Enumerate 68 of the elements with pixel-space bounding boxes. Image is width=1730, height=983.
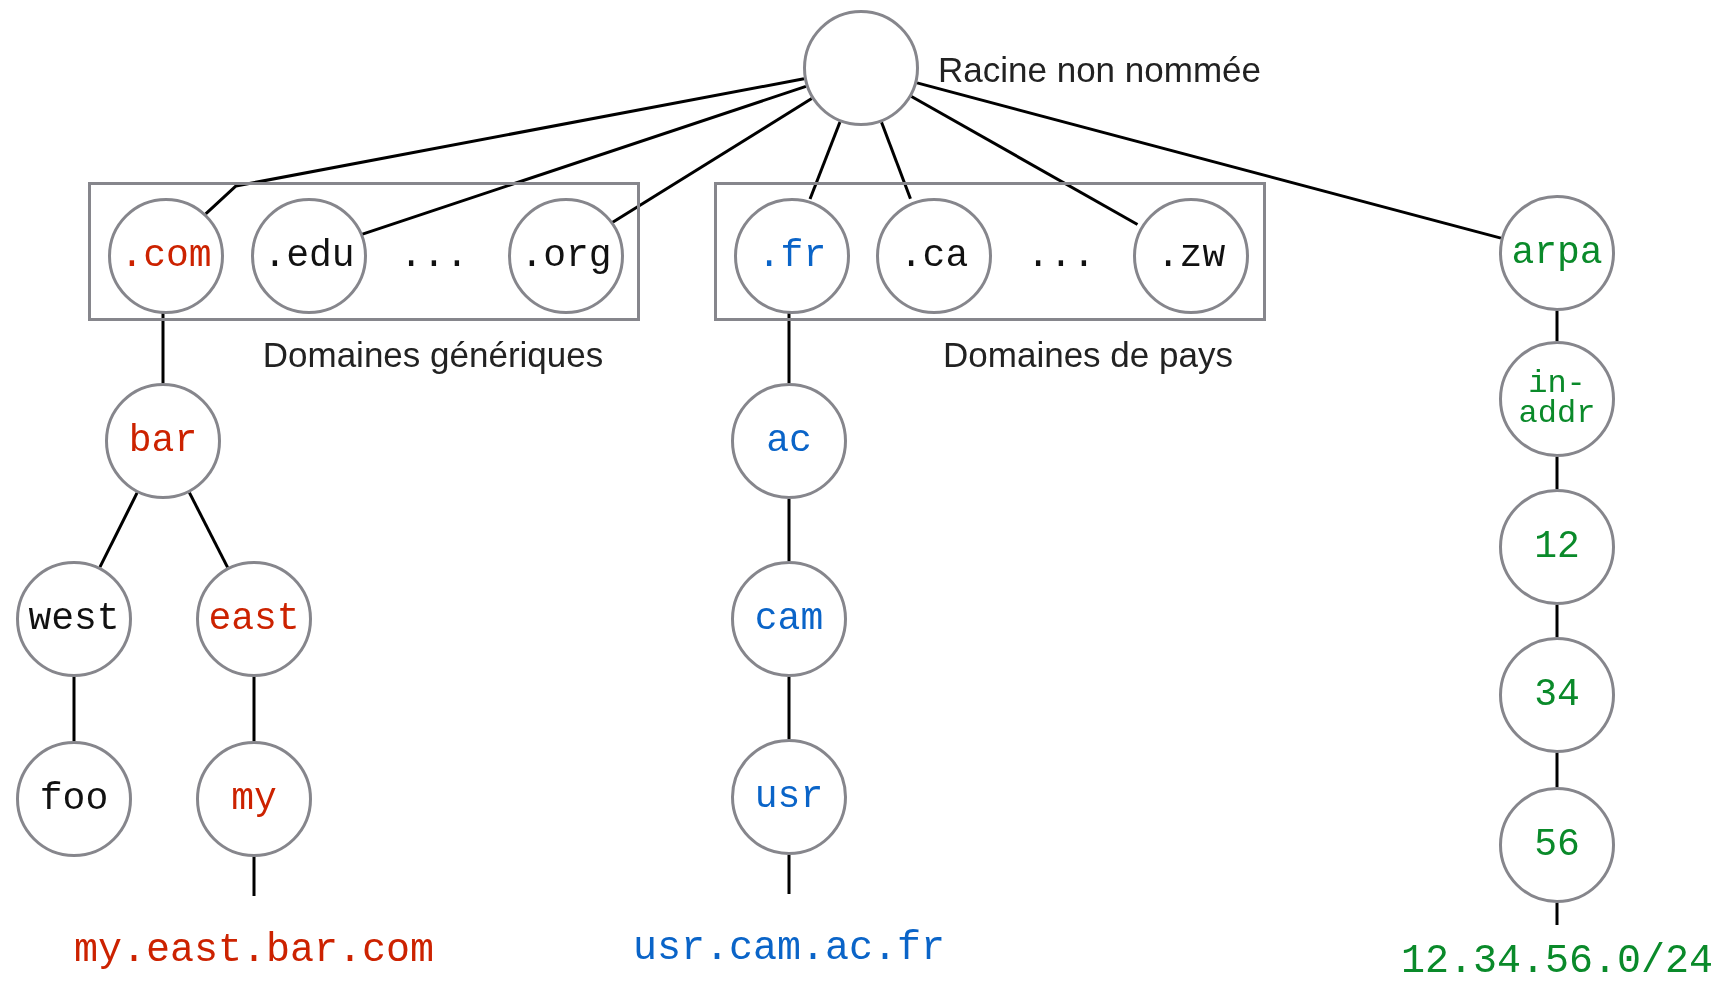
domain-node-circle: [1133, 198, 1249, 314]
domain-name: usr.cam.ac.fr: [619, 928, 959, 970]
domain-node-circle: [731, 383, 847, 499]
domain-node-circle: [1499, 489, 1615, 605]
domain-name: my.east.bar.com: [54, 930, 454, 972]
domain-node-circle: [734, 198, 850, 314]
domain-node-circle: [1499, 341, 1615, 457]
connector-line: [1555, 903, 1559, 925]
connector-line: [72, 677, 76, 741]
domain-node-circle: [1499, 195, 1615, 311]
connector-line: [611, 97, 813, 224]
connector-line: [1555, 753, 1559, 787]
domain-label: ac: [766, 422, 812, 460]
connector-line: [787, 855, 791, 894]
domain-label: arpa: [1511, 234, 1603, 272]
domain-node-circle: [251, 198, 367, 314]
ellipsis-text: ...: [399, 235, 469, 277]
connector-line: [204, 77, 805, 215]
connector-line: [808, 121, 842, 200]
domain-node-circle: [508, 198, 624, 314]
domain-label: .ca: [899, 237, 969, 275]
domain-label: west: [28, 600, 120, 638]
domain-node-circle: [105, 383, 221, 499]
domain-node-circle: [1499, 637, 1615, 753]
group-heading: Domaines génériques: [262, 336, 604, 375]
domain-label: usr: [754, 778, 824, 816]
domain-label: 34: [1534, 676, 1580, 714]
domain-label: my: [231, 780, 277, 818]
connector-line: [188, 491, 229, 569]
connector-line: [787, 499, 791, 561]
domain-label: bar: [128, 422, 198, 460]
group-heading: Domaines de pays: [943, 336, 1233, 375]
domain-label: .org: [520, 237, 612, 275]
connector-line: [880, 121, 912, 200]
domain-label: cam: [754, 600, 824, 638]
domain-label: .com: [120, 237, 212, 275]
root-caption: Racine non nommée: [938, 51, 1261, 90]
connector-line: [910, 95, 1139, 226]
connector-line: [161, 311, 165, 383]
connector-line: [787, 677, 791, 739]
connector-line: [1555, 605, 1559, 637]
connector-line: [360, 84, 807, 237]
domain-label: 12: [1534, 528, 1580, 566]
domain-label: .edu: [263, 237, 355, 275]
domain-label: .zw: [1156, 237, 1226, 275]
domain-label: .fr: [757, 237, 827, 275]
connector-line: [787, 311, 791, 383]
domain-label: east: [208, 600, 300, 638]
domain-name: 12.34.56.0/24: [1392, 941, 1722, 983]
connector-line: [1555, 311, 1559, 341]
ellipsis-text: ...: [1026, 235, 1096, 277]
connector-line: [98, 492, 139, 568]
connector-line: [252, 677, 256, 741]
domain-node-circle: [731, 739, 847, 855]
domain-node-circle: [16, 741, 132, 857]
domain-node-circle: [16, 561, 132, 677]
domain-node-circle: [731, 561, 847, 677]
domain-node-circle: [1499, 787, 1615, 903]
domain-node-circle: [196, 561, 312, 677]
domain-node-circle: [876, 198, 992, 314]
connector-line: [1555, 457, 1559, 489]
domain-label: 56: [1534, 826, 1580, 864]
connector-line: [252, 857, 256, 896]
domain-node-circle: [108, 198, 224, 314]
domain-label: foo: [39, 780, 109, 818]
connector-line: [916, 81, 1502, 240]
domain-label: in-addr: [1517, 368, 1597, 430]
domain-node-circle: [196, 741, 312, 857]
